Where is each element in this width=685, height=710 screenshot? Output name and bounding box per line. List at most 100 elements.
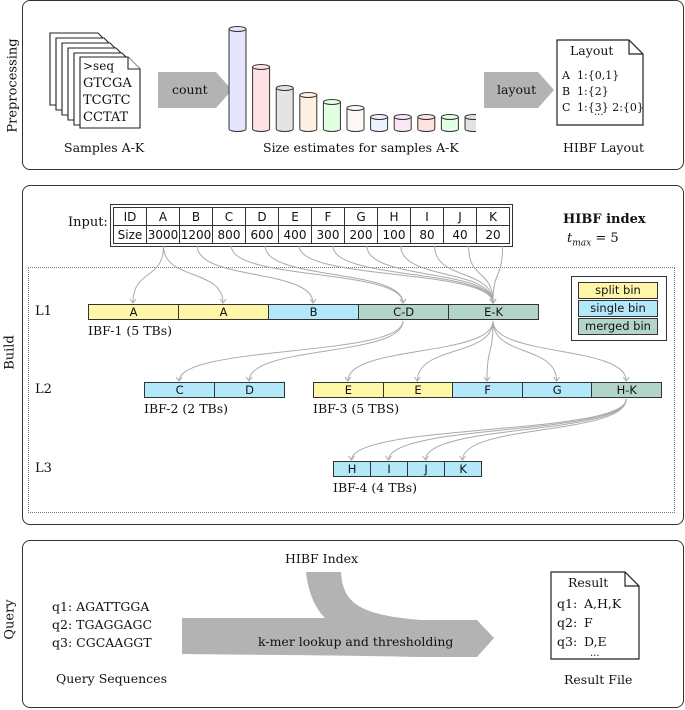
level-label-l2: L2 — [35, 382, 52, 397]
bin-connector — [351, 398, 627, 461]
bin-connector — [462, 398, 627, 461]
result-row: q3:D,E — [557, 634, 607, 649]
bin-connector — [425, 398, 627, 461]
bin-connector — [178, 320, 404, 382]
result-doc-ellipsis: ... — [590, 648, 600, 659]
bin-connector — [132, 245, 164, 304]
bin-connector — [264, 245, 404, 304]
stacked-documents-icon — [49, 32, 141, 129]
ibf-caption: IBF-4 (4 TBs) — [333, 480, 418, 495]
technical-bin: A — [178, 304, 270, 320]
size-estimate-cylinders — [228, 26, 476, 132]
section-label-query: Query — [2, 599, 18, 640]
connector-arrowhead — [414, 376, 421, 382]
connector-arrowhead — [245, 376, 253, 382]
result-row: q1:A,H,K — [557, 596, 622, 611]
bin-connector — [468, 245, 494, 304]
hibf-index-label: HIBF Index — [285, 551, 359, 566]
size-cylinder-K — [464, 114, 476, 132]
legend-split-bin: split bin — [578, 282, 658, 299]
connector-arrowhead — [219, 298, 227, 304]
technical-bin: G — [521, 382, 593, 398]
connector-arrowhead — [129, 298, 137, 304]
size-cylinder-A — [228, 26, 247, 132]
count-arrow-icon — [158, 72, 232, 108]
size-cylinder-J — [440, 114, 459, 132]
connector-arrowhead — [483, 376, 491, 382]
ibf-caption: IBF-3 (5 TBS) — [313, 401, 400, 416]
technical-bin: E-K — [448, 304, 540, 320]
query-row: q2: TGAGGAGC — [52, 617, 153, 632]
connector-arrowhead — [385, 455, 392, 461]
hibf-index-frame — [28, 267, 675, 513]
lookup-flow-arrow-icon — [182, 572, 494, 657]
technical-bin: B — [268, 304, 360, 320]
technical-bin: D — [214, 382, 286, 398]
connector-arrowhead — [622, 376, 630, 382]
sample-doc-line: CCTAT — [83, 110, 129, 125]
technical-bin: F — [452, 382, 523, 398]
bin-legend: split bin single bin merged bin — [571, 276, 667, 341]
sample-doc-line: TCGTC — [83, 93, 131, 108]
connector-arrowhead — [553, 376, 560, 382]
technical-bin: A — [88, 304, 180, 320]
result-document-icon — [550, 571, 640, 660]
query-sequences-caption: Query Sequences — [56, 671, 167, 686]
input-size-cell: 400 — [278, 225, 312, 244]
layout-doc-ellipsis: ... — [594, 107, 604, 118]
bin-connector — [163, 245, 224, 304]
input-label: Input: — [68, 215, 108, 230]
bin-connector — [400, 245, 494, 304]
bin-connector — [492, 320, 627, 382]
layout-caption: HIBF Layout — [563, 140, 645, 155]
sample-doc-text: >seq GTCGA TCGTC CCTAT — [83, 58, 132, 126]
connector-arrowhead — [422, 455, 429, 461]
legend-single-bin: single bin — [578, 300, 658, 317]
bin-connector — [492, 245, 503, 304]
technical-bin: C — [144, 382, 216, 398]
layout-doc-title: Layout — [570, 43, 614, 58]
size-header: Size — [113, 225, 147, 244]
connector-arrowhead — [399, 298, 407, 304]
connector-arrowhead — [175, 376, 183, 382]
technical-bin: H-K — [591, 382, 663, 398]
query-row: q3: CGCAAGGT — [52, 635, 152, 650]
size-cylinder-I — [417, 114, 436, 132]
size-estimates-caption: Size estimates for samples A-K — [263, 140, 459, 155]
query-row: q1: AGATTGGA — [52, 599, 150, 614]
bin-connector — [416, 320, 494, 382]
count-arrow-label: count — [172, 82, 208, 97]
bin-connector — [492, 320, 558, 382]
bin-connector — [366, 245, 494, 304]
tmax-subscript: max — [572, 238, 592, 249]
samples-caption: Samples A-K — [64, 140, 145, 155]
size-cylinder-E — [322, 99, 341, 132]
bin-connector — [230, 245, 404, 304]
size-cylinder-H — [393, 114, 412, 132]
result-file-caption: Result File — [564, 672, 633, 687]
ibf-caption: IBF-2 (2 TBs) — [144, 401, 229, 416]
result-doc-title: Result — [568, 575, 609, 590]
connector-arrowhead — [344, 376, 352, 382]
layout-arrow-icon — [484, 72, 554, 108]
technical-bin: E — [313, 382, 384, 398]
bin-connector — [486, 320, 494, 382]
input-size-cell: 3000 — [146, 225, 180, 244]
sample-doc-line: GTCGA — [83, 76, 132, 91]
layout-arrow-label: layout — [497, 82, 537, 97]
connector-arrowhead — [348, 455, 355, 461]
technical-bin: C-D — [358, 304, 450, 320]
legend-merged-bin: merged bin — [578, 318, 658, 335]
tmax-symbol: t — [567, 231, 573, 246]
hibf-index-title: HIBF index — [563, 212, 646, 227]
bin-connector — [248, 320, 404, 382]
bin-connector — [388, 398, 627, 461]
size-cylinder-G — [370, 114, 389, 132]
input-size-cell: 800 — [212, 225, 246, 244]
